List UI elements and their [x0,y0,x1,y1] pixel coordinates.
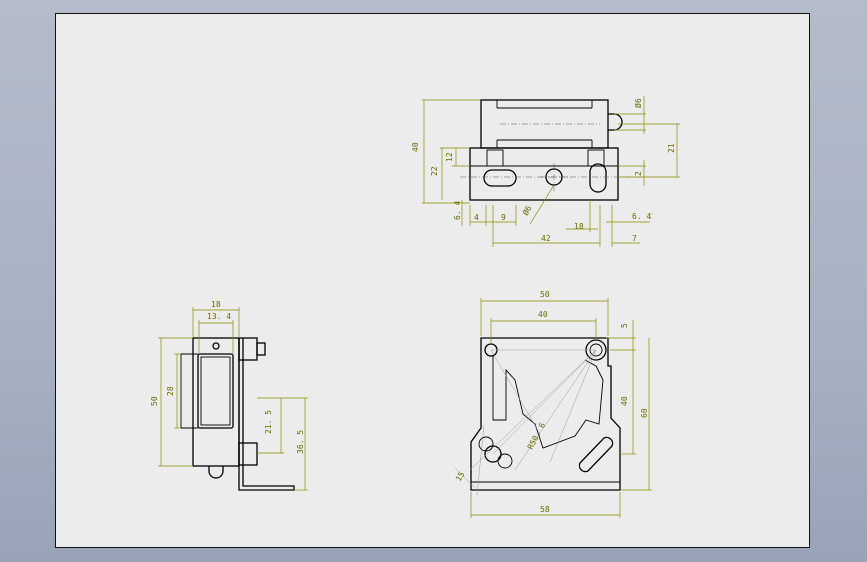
top-dim-40: 40 [411,142,420,152]
side-dim-28: 28 [166,386,175,396]
side-view-tab-top-end [256,342,266,356]
top-view-base [469,147,619,201]
front-dim-15: 15 [454,470,467,483]
front-dim-50: 50 [540,290,550,299]
top-view-slot-right [589,163,607,193]
top-view-slot-left [483,169,517,187]
drawing-sheet [55,13,810,548]
top-view-dimension-lines [422,96,680,247]
side-view-window [197,353,234,429]
side-view-tab-bottom [238,442,258,466]
front-dim-5: 5 [620,323,629,328]
side-view-tab-top [238,337,258,361]
front-view-inner-cutout [492,356,604,449]
front-view-outline [470,337,621,491]
top-view-peg [608,113,623,131]
side-dim-50: 50 [150,396,159,406]
top-dim-9: 9 [501,213,506,222]
front-view-construction-lines [454,349,597,496]
front-dim-40-vertical: 40 [620,396,629,406]
top-dim-6-4-right: 6. 4 [632,212,651,221]
front-dim-60: 60 [640,408,649,418]
top-view-dimension-labels: 40 22 12 6. 4 4 9 42 18 6. 4 7 21 2 Ø6 Ø… [411,98,676,243]
side-view-pin-hole [212,342,220,350]
top-dim-7: 7 [632,234,637,243]
top-dim-6-4-left: 6. 4 [453,201,462,220]
side-view-dimension-lines [158,307,308,491]
top-dim-2: 2 [634,171,643,176]
top-dim-phi6-hole: Ø6 [520,203,534,217]
top-dim-12: 12 [445,152,454,162]
top-dim-22: 22 [430,166,439,176]
side-dim-21-5: 21. 5 [264,410,273,434]
front-view-dimension-lines [470,298,652,518]
side-view: 18 13. 4 50 28 21. 5 36. 5 [150,300,308,491]
side-view-dimension-labels: 18 13. 4 50 28 21. 5 36. 5 [150,300,305,454]
top-view: 40 22 12 6. 4 4 9 42 18 6. 4 7 21 2 Ø6 Ø… [411,96,680,247]
top-dim-18: 18 [574,222,584,231]
side-dim-13-4: 13. 4 [207,312,231,321]
side-dim-36-5: 36. 5 [296,430,305,454]
front-dim-r50-6: R50. 6 [526,421,548,451]
top-dim-42: 42 [541,234,551,243]
front-dim-40-horizontal: 40 [538,310,548,319]
top-dim-21: 21 [667,143,676,153]
top-dim-phi6-peg: Ø6 [633,98,643,108]
front-view: 50 40 5 40 60 58 R50. 6 15 [454,290,652,518]
side-dim-18: 18 [211,300,221,309]
side-view-peg [208,466,224,479]
front-view-slot [578,436,614,473]
front-dim-58: 58 [540,505,550,514]
side-view-bracket [238,338,295,491]
top-dim-4: 4 [474,213,479,222]
